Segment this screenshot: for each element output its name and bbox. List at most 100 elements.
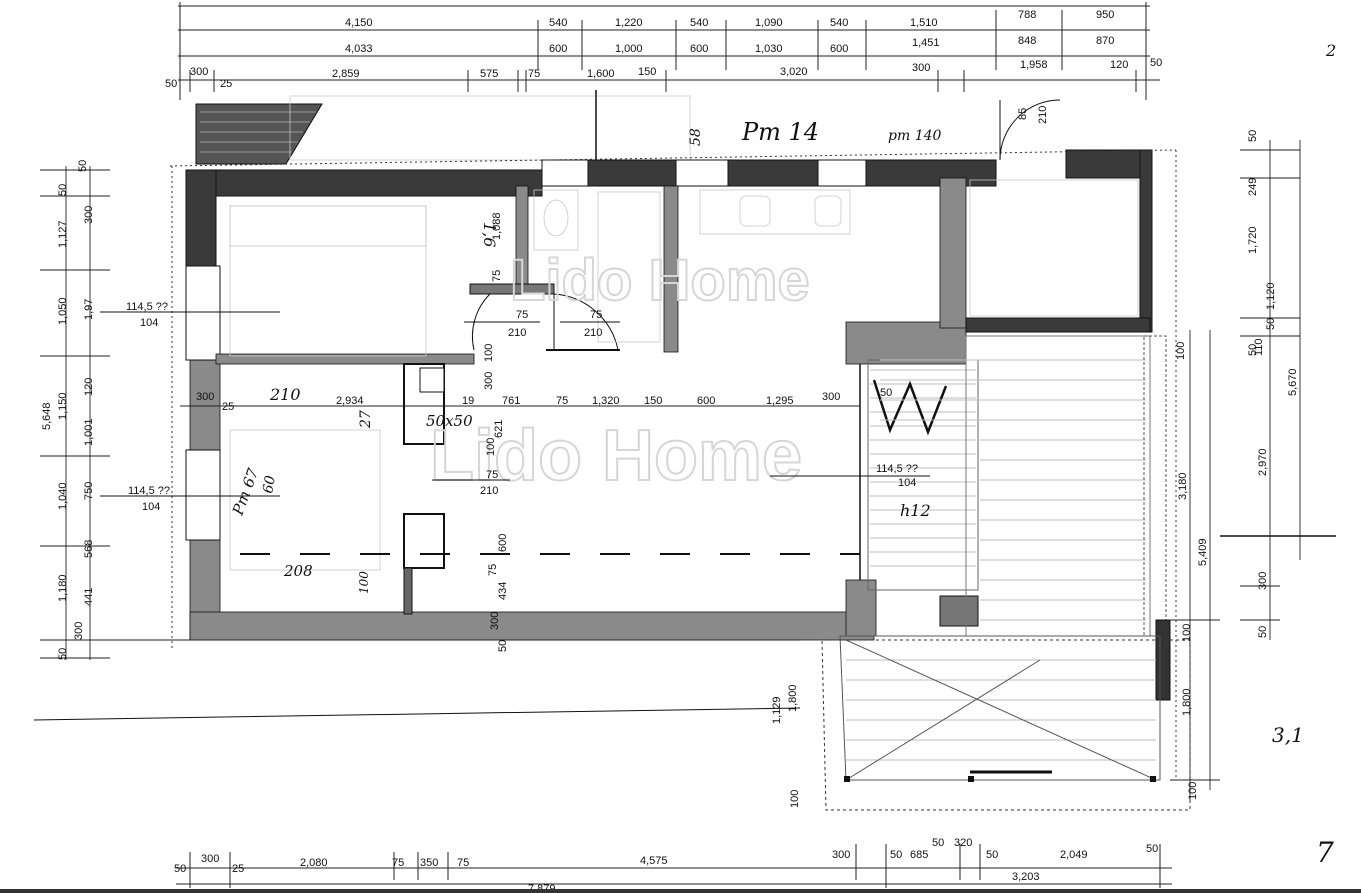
bottom-dimensions: 50 300 25 2,080 75 350 75 4,575 300 50 6… [174,837,1172,893]
note-208: 208 [283,562,313,580]
dim-bottom-a: 50 [174,863,186,875]
dim-top-3-i: 3,020 [780,66,808,78]
dim-right-g: 50 [1247,344,1259,356]
dim-in-17: 1,088 [491,212,503,240]
dim-in-5: 75 [556,395,568,407]
dim-top-1-c: 1,220 [615,17,643,29]
dim-right-l: 3,180 [1177,472,1189,500]
window-labels: 114,5 ?? 104 114,5 ?? 104 114,5 ?? 104 [100,301,930,513]
dim-right-a: 50 [1247,130,1259,142]
dim-in-20: 300 [483,372,495,390]
right-dimensions: 50 249 1,720 1,120 50 110 50 100 2,970 5… [1170,130,1301,800]
dim-in-9: 1,295 [766,395,794,407]
dim-top-1-d: 540 [690,17,708,29]
dim-top-2-a: 4,033 [345,43,373,55]
dim-in-3: 19 [462,395,474,407]
shower [597,191,661,343]
dim-top-2-b: 600 [549,43,567,55]
dim-top-1-a: 4,150 [345,17,373,29]
page-number: 7 [1316,836,1334,869]
dim-bottom-total-1: 7,879 [528,883,556,893]
dim-top-2-e: 1,030 [755,43,783,55]
dim-top-3-l: 120 [1110,59,1128,71]
dim-right-m: 300 [1257,572,1269,590]
dim-in-11: 50 [880,387,892,399]
dim-left-f: 1,040 [57,482,69,510]
note-3-1: 3,1 [1272,723,1304,747]
left-window-2 [185,449,221,541]
dim-top-3-b: 300 [190,66,208,78]
door-2-height: 210 [584,327,602,339]
note-60: 60 [260,474,279,494]
dim-top-3-c: 25 [220,78,232,90]
dim-in-13: 100 [485,438,497,456]
watermark-text-2: Lido Home [430,416,802,496]
dim-in-19: 100 [483,344,495,362]
dim-in-4: 761 [502,395,520,407]
left-dimensions: 50 50 1,127 1,050 1,150 1,040 1,180 50 5… [40,160,800,660]
exterior-walls [185,149,1153,641]
dim-left-g: 1,180 [57,574,69,602]
interior-dimension-chain: 300 25 2,934 19 761 75 1,320 150 600 1,2… [180,106,1049,808]
dim-top-3-d: 2,859 [332,68,360,80]
dim-bottom-i: 300 [832,849,850,861]
dim-bottom-l: 50 [932,837,944,849]
dim-top-1-f: 540 [830,17,848,29]
dim-right-h: 100 [1175,342,1187,360]
dim-right-o: 100 [1181,624,1193,642]
furniture-outlines [229,99,1139,571]
corner-mark: 2 [1325,41,1336,60]
dim-left-in-a: 300 [83,206,95,224]
left-window-1 [185,265,221,361]
dim-right-b: 249 [1247,178,1259,196]
dim-top-2-f: 600 [830,43,848,55]
door-3-height: 210 [480,485,498,497]
dim-in-22: 50 [497,640,509,652]
door-labels: 75 210 75 210 75 210 [432,309,620,497]
dim-left-a: 50 [77,160,89,172]
window-label-2-top: 114,5 ?? [128,485,170,497]
dim-bottom-c: 25 [232,863,244,875]
bed-2 [229,429,381,571]
dim-right-e: 50 [1265,318,1277,330]
door-swings [471,293,619,351]
note-pm-14: Pm 14 [741,118,819,146]
dim-left-in-h: 300 [73,622,85,640]
dim-bottom-e: 75 [392,857,404,869]
note-210: 210 [269,385,301,404]
dim-right-k: 5,409 [1197,538,1209,566]
dim-left-in-b: 1,97 [83,299,95,320]
dim-in-25: 1,129 [771,696,783,724]
dim-in-27: 100 [789,790,801,808]
dim-right-p: 1,800 [1181,688,1193,716]
top-window-2 [675,159,729,187]
dim-top-2-c: 1,000 [615,43,643,55]
dim-in-24: 210 [1037,106,1049,124]
window-label-3-bottom: 104 [898,477,916,489]
note-27: 27 [358,410,374,429]
dim-top-1-e: 1,090 [755,17,783,29]
section-cut-lines [33,149,1336,780]
dim-top-1-g: 1,510 [910,17,938,29]
dim-bottom-p: 50 [1146,843,1158,855]
dim-bottom-g: 75 [457,857,469,869]
dim-bottom-n: 50 [986,849,998,861]
dim-in-21: 300 [489,612,501,630]
dim-left-in-g: 441 [83,588,95,606]
dim-bottom-total-2: 3,203 [1012,871,1040,883]
note-pm-140: pm 140 [888,128,942,144]
dim-left-in-d: 1,001 [83,418,95,446]
window-label-1-bottom: 104 [140,317,158,329]
dim-in-1: 25 [222,401,234,413]
dim-left-c: 1,127 [57,220,69,248]
dim-bottom-m: 320 [954,837,972,849]
door-3-width: 75 [486,469,498,481]
dim-left-total: 5,648 [41,402,53,430]
top-window-1 [541,159,589,187]
dim-bottom-k: 685 [910,849,928,861]
dim-in-8: 600 [697,395,715,407]
watermark-text-1: Lido Home [510,248,810,313]
dim-in-18: 75 [491,270,503,282]
note-58: 58 [688,128,704,146]
staircase [867,359,979,627]
